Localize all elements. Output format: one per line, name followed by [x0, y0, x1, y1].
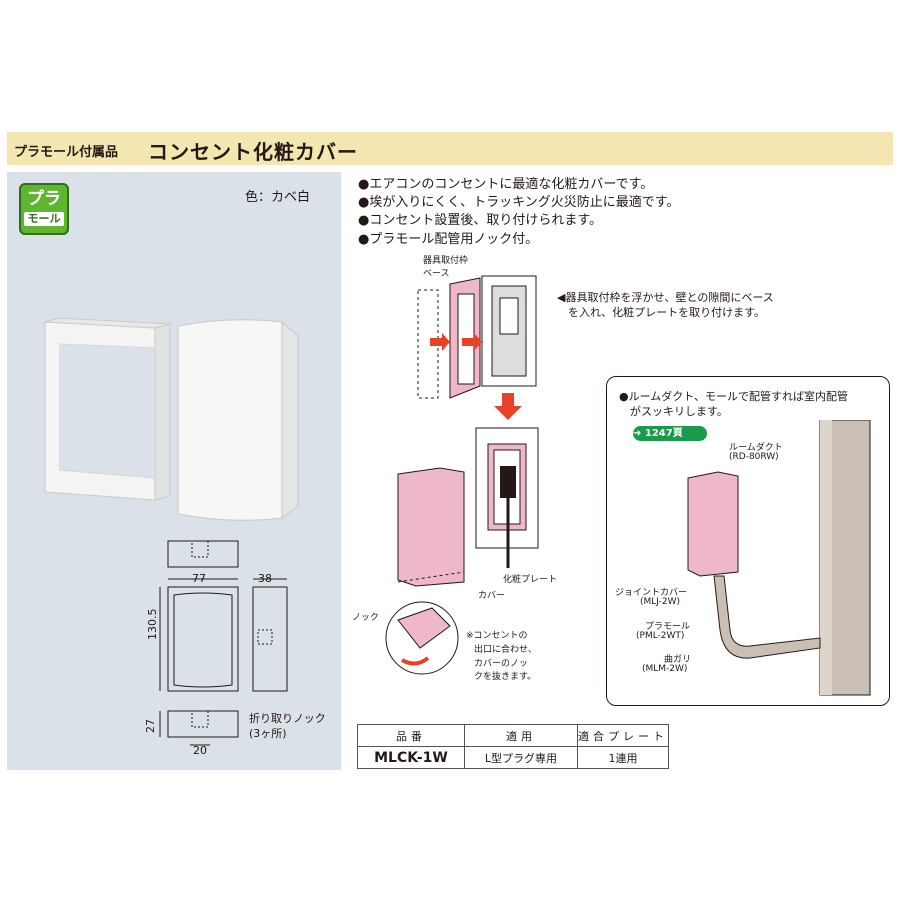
cell-model: MLCK-1W: [357, 746, 465, 769]
pura-mall-code: (PML-2WT): [636, 631, 685, 641]
down-arrow-icon: [494, 393, 522, 420]
joint-cover-code: (MLJ-2W): [640, 597, 681, 607]
bend-code: (MLM-2W): [642, 664, 688, 674]
room-duct-label: ルームダクト: [729, 443, 783, 453]
col-plate: 適合プレート: [577, 724, 669, 747]
col-model: 品番: [357, 724, 465, 747]
pura-mall-label: プラモール: [645, 622, 691, 632]
depth-dim: 38: [258, 572, 272, 585]
label-knock: ノック: [352, 613, 379, 623]
install-description-2: を入れ、化粧プレートを取り付けます。: [568, 306, 766, 319]
page-title: コンセント化粧カバー: [148, 140, 358, 164]
category-label: プラモール付属品: [14, 145, 119, 160]
dimension-drawing: [159, 540, 288, 746]
knock-note-3: カバーのノッ: [474, 659, 528, 669]
installation-diagram: [385, 275, 539, 675]
base-frame-image: [44, 317, 171, 501]
badge-line-1: プラ: [27, 189, 61, 209]
cell-application: L型プラグ専用: [464, 746, 578, 769]
feature-item: ●コンセント設置後、取り付けられます。: [358, 213, 603, 228]
knock-height-dim: 27: [144, 719, 157, 733]
table-row: MLCK-1W L型プラグ専用 1連用: [357, 746, 669, 769]
curved-arrow-icon: [401, 656, 430, 666]
width-dim: 77: [192, 572, 206, 585]
knock-note-2: 出口に合わせ、: [474, 645, 538, 655]
duct-text-1: ●ルームダクト、モールで配管すれば室内配管: [619, 390, 849, 403]
bend-label: 曲ガリ: [664, 655, 692, 665]
knock-note-4: クを抜きます。: [474, 672, 537, 682]
label-base: ベース: [423, 269, 450, 279]
install-description-1: ◀器具取付枠を浮かせ、壁との隙間にベース: [557, 291, 774, 304]
label-plate: 化粧プレート: [503, 575, 558, 585]
spec-table: 品番 適用 適合プレート MLCK-1W L型プラグ専用 1連用: [357, 724, 669, 769]
col-application: 適用: [464, 724, 578, 747]
room-duct-code: (RD-80RW): [729, 452, 779, 462]
duct-text-2: がスッキリします。: [630, 405, 728, 418]
joint-cover-label: ジョイントカバー: [615, 588, 688, 598]
step-2-illustration: [397, 427, 539, 587]
cover-image: [177, 319, 299, 521]
feature-item: ●埃が入りにくく、トラッキング火災防止に最適です。: [358, 195, 680, 210]
duct-illustration: [687, 420, 871, 696]
pura-mall-badge: プラ モール: [19, 183, 69, 235]
title-band: プラモール付属品 コンセント化粧カバー: [7, 132, 893, 165]
label-frame: 器具取付枠: [423, 256, 469, 266]
feature-item: ●エアコンのコンセントに最適な化粧カバーです。: [358, 177, 654, 192]
arrow-right-icon: ➜: [633, 428, 645, 439]
height-dim: 130.5: [146, 608, 159, 641]
feature-item: ●プラモール配管用ノック付。: [358, 232, 539, 247]
knock-count: (3ヶ所): [249, 727, 287, 740]
page-reference-text: 1247頁: [644, 428, 683, 439]
knock-width-dim: 20: [193, 744, 207, 757]
table-header-row: 品番 適用 適合プレート: [357, 724, 669, 747]
page-reference-badge[interactable]: ➜ 1247頁: [633, 426, 707, 441]
product-photo: [44, 317, 299, 521]
badge-line-2: モール: [24, 212, 64, 226]
cell-plate: 1連用: [577, 746, 669, 769]
step-1-illustration: [417, 275, 537, 399]
knock-note-1: ※コンセントの: [466, 631, 528, 641]
color-label: 色：カベ白: [245, 190, 311, 205]
knock-label: 折り取りノック: [249, 712, 326, 725]
label-cover: カバー: [478, 591, 506, 601]
